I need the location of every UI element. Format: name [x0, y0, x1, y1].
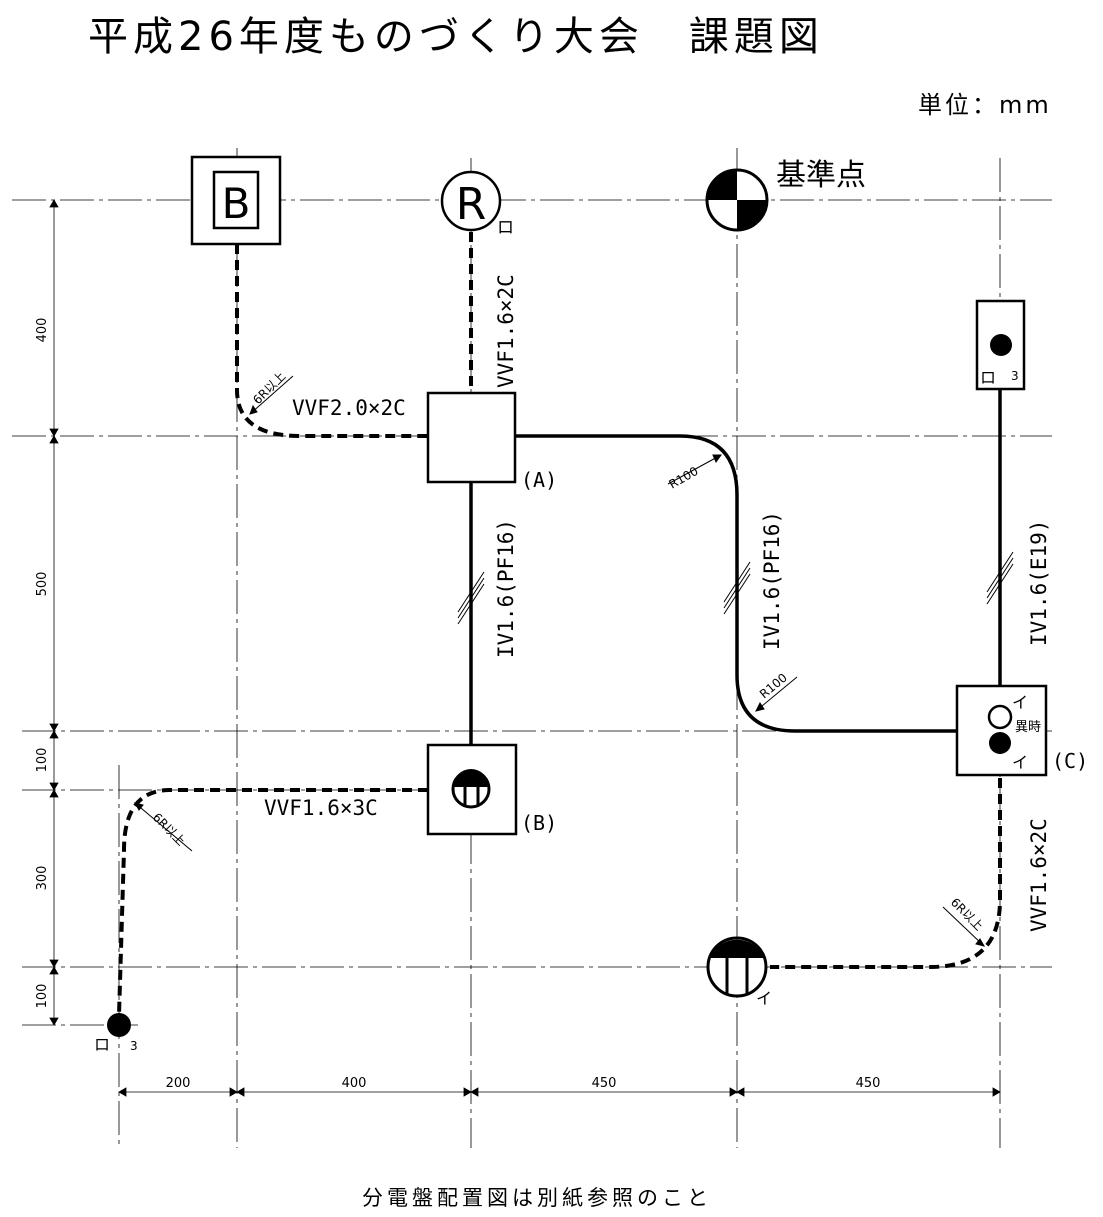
- bl-sub3: 3: [130, 1039, 138, 1053]
- label-6r-br: 6R以上: [948, 895, 986, 933]
- conduit-a-to-c: [515, 434, 957, 733]
- dim-h-400: 400: [342, 1076, 367, 1091]
- receptacle-r-ro: ロ: [497, 218, 514, 238]
- breaker-device: B: [190, 155, 282, 246]
- dim-v-500: 500: [35, 572, 50, 597]
- center-lines: [12, 148, 1052, 1148]
- switch-c-i-top: イ: [1012, 693, 1028, 712]
- dim-v-300: 300: [35, 866, 50, 891]
- breaker-letter: B: [222, 179, 251, 228]
- dimension-lines: [49, 199, 1001, 1097]
- label-r100-top: R100: [667, 464, 701, 492]
- bottom-outlet: イ: [706, 936, 772, 1008]
- outlet-i: イ: [756, 989, 772, 1008]
- dimension-values: 400 500 100 300 100 200 400 450 450: [35, 318, 880, 1091]
- bottom-left-light: ロ 3: [94, 1013, 138, 1054]
- radius-leaders: [133, 375, 986, 947]
- label-vvf16x2c-top: VVF1.6×2C: [494, 274, 518, 388]
- dim-v-100a: 100: [35, 748, 50, 773]
- label-vvf16x2c-right: VVF1.6×2C: [1027, 818, 1051, 932]
- unit-label: 単位：mm: [918, 91, 1052, 119]
- label-6r-left: 6R以上: [250, 369, 288, 407]
- label-vvf16x3c: VVF1.6×3C: [264, 796, 378, 820]
- light-device: ロ 3: [975, 299, 1026, 391]
- box-b-label: (B): [521, 811, 557, 835]
- receptacle-r: R ロ: [440, 170, 514, 238]
- box-c-label: (C): [1052, 749, 1088, 773]
- reference-point-label: 基準点: [776, 158, 866, 193]
- junction-box-b: (B): [426, 743, 557, 836]
- cable-labels: VVF1.6×2C VVF2.0×2C IV1.6(PF16) IV1.6(PF…: [264, 274, 1051, 932]
- dim-h-200: 200: [166, 1076, 191, 1091]
- iv-conduits: [469, 390, 1002, 745]
- cable-b-to-a: [235, 244, 428, 438]
- switch-c-ijiji: 異時: [1015, 720, 1041, 735]
- label-vvf20x2c: VVF2.0×2C: [292, 396, 406, 420]
- cable-c-to-switch: [770, 778, 1002, 969]
- box-a-label: (A): [521, 468, 557, 492]
- bend-labels: R100 R100 6R以上 6R以上 6R以上: [150, 369, 986, 933]
- dim-h-450a: 450: [592, 1076, 617, 1091]
- footer-note: 分電盤配置図は別紙参照のこと: [362, 1186, 712, 1210]
- label-iv16-e19: IV1.6(E19): [1027, 520, 1051, 646]
- switch-box-c: イ 異時 イ (C): [955, 684, 1088, 777]
- bl-ro: ロ: [94, 1035, 110, 1054]
- receptacle-r-circle: [440, 170, 502, 232]
- label-iv16-pf16-a: IV1.6(PF16): [494, 519, 518, 658]
- dim-v-100b: 100: [35, 984, 50, 1009]
- switch-c-i-bottom: イ: [1012, 753, 1028, 772]
- label-6r-bl: 6R以上: [150, 810, 188, 848]
- wire-hatches: [457, 551, 1014, 625]
- junction-box-a: (A): [426, 391, 557, 492]
- breaker-inner: [212, 170, 260, 230]
- light-ro: ロ: [980, 368, 996, 387]
- receptacle-r-letter: R: [456, 179, 487, 230]
- vvf-cables: [117, 232, 1002, 1016]
- dim-v-400: 400: [35, 318, 50, 343]
- light-sub3: 3: [1011, 369, 1019, 383]
- reference-point: 基準点: [705, 158, 866, 232]
- drawing-title: 平成26年度ものづくり大会 課題図: [88, 14, 824, 60]
- dim-h-450b: 450: [856, 1076, 881, 1091]
- cable-b-to-outlet: [117, 788, 428, 1016]
- label-iv16-pf16-mid: IV1.6(PF16): [760, 511, 784, 650]
